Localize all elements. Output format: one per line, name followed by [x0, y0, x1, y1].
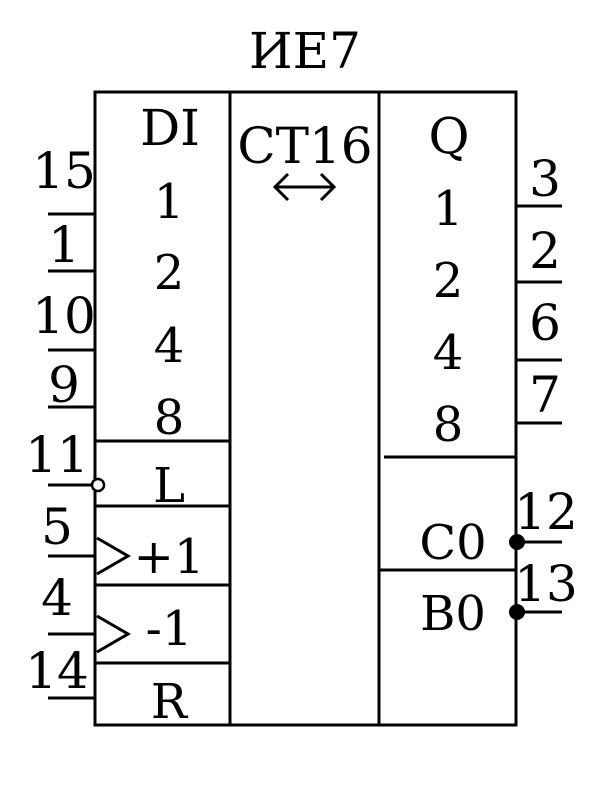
- carry-label-c0: C0: [419, 515, 486, 571]
- inversion-circle-icon: [90, 477, 106, 493]
- pin-number-2: 2: [529, 222, 561, 280]
- pin-number-11: 11: [25, 426, 89, 484]
- output-weight-4: 4: [433, 325, 464, 381]
- pin-number-9: 9: [48, 356, 80, 414]
- output-header: Q: [429, 107, 470, 165]
- dynamic-input-triangle-icon: [96, 536, 131, 576]
- pin-number-15: 15: [32, 142, 96, 200]
- control-label-count-down: -1: [146, 601, 193, 657]
- pin-number-4: 4: [41, 569, 73, 627]
- chip-title: ИЕ7: [249, 22, 361, 80]
- control-label-reset: R: [151, 674, 189, 730]
- input-weight-4: 4: [154, 318, 185, 374]
- connection-dot-icon-2: [509, 604, 525, 620]
- input-header: DI: [140, 99, 200, 157]
- input-weight-1: 1: [154, 174, 185, 230]
- pin-number-13: 13: [514, 555, 578, 613]
- control-label-count-up: +1: [134, 529, 205, 585]
- pin-number-14: 14: [25, 642, 89, 700]
- pin-number-5: 5: [41, 498, 73, 556]
- pin-number-10: 10: [32, 287, 96, 345]
- input-weight-2: 2: [154, 245, 185, 301]
- input-weight-8: 8: [154, 390, 185, 446]
- pin-number-6: 6: [529, 294, 561, 352]
- double-headed-arrow-icon: [272, 172, 337, 202]
- output-weight-2: 2: [433, 253, 464, 309]
- output-weight-8: 8: [433, 397, 464, 453]
- dynamic-input-triangle-icon-2: [96, 614, 131, 654]
- pin-number-12: 12: [514, 483, 578, 541]
- pin-number-3: 3: [529, 150, 561, 208]
- pin-number-7: 7: [529, 366, 561, 424]
- control-label-load: L: [153, 458, 185, 514]
- output-weight-1: 1: [433, 181, 464, 237]
- pin-number-1: 1: [48, 216, 80, 274]
- borrow-label-b0: B0: [420, 586, 486, 642]
- connection-dot-icon: [509, 534, 525, 550]
- function-label: CT16: [237, 117, 372, 175]
